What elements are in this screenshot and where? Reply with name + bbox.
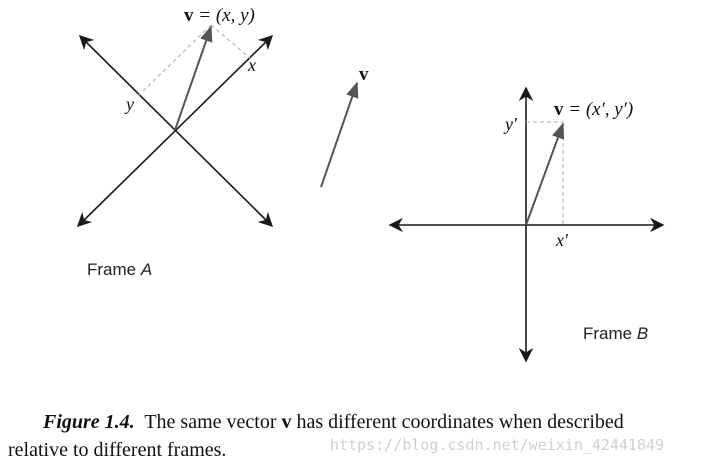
free-vector [320,81,359,188]
figure-number: Figure 1.4. [43,411,135,433]
caption-line-2: relative to different frames. [8,439,227,461]
frame-a: v = (x, y) x y Frame A [76,5,274,279]
figure-caption: Figure 1.4. The same vector v has differ… [8,408,708,464]
frame-a-projection-x [210,24,251,59]
frame-a-caption-label: Frame A [87,260,152,279]
frame-a-x-axis-label: x [247,55,256,75]
free-vector-label: v [359,64,369,85]
caption-text-after: has different coordinates when described [291,411,624,433]
frame-b-vector [525,122,565,226]
frame-a-vector [174,25,213,131]
frame-b-y-axis-label: y′ [503,114,518,134]
caption-text-before: The same vector [134,411,282,433]
caption-vector: v [281,411,292,433]
frame-a-y-axis-label: y [124,94,134,114]
watermark: https://blog.csdn.net/weixin_42441849 [330,436,665,454]
caption-line-1: Figure 1.4. The same vector v has differ… [8,408,708,436]
frame-b-x-axis-label: x′ [555,230,569,250]
free-vector-group: v [320,64,369,188]
frame-a-vector-label: v = (x, y) [184,5,255,26]
frame-b: v = (x′, y′) x′ y′ Frame B [388,86,665,363]
frame-b-vector-label: v = (x′, y′) [554,99,633,120]
frame-a-projection-y [138,24,212,96]
frame-b-caption-label: Frame B [583,324,648,343]
frame-a-y-axis [78,34,274,228]
